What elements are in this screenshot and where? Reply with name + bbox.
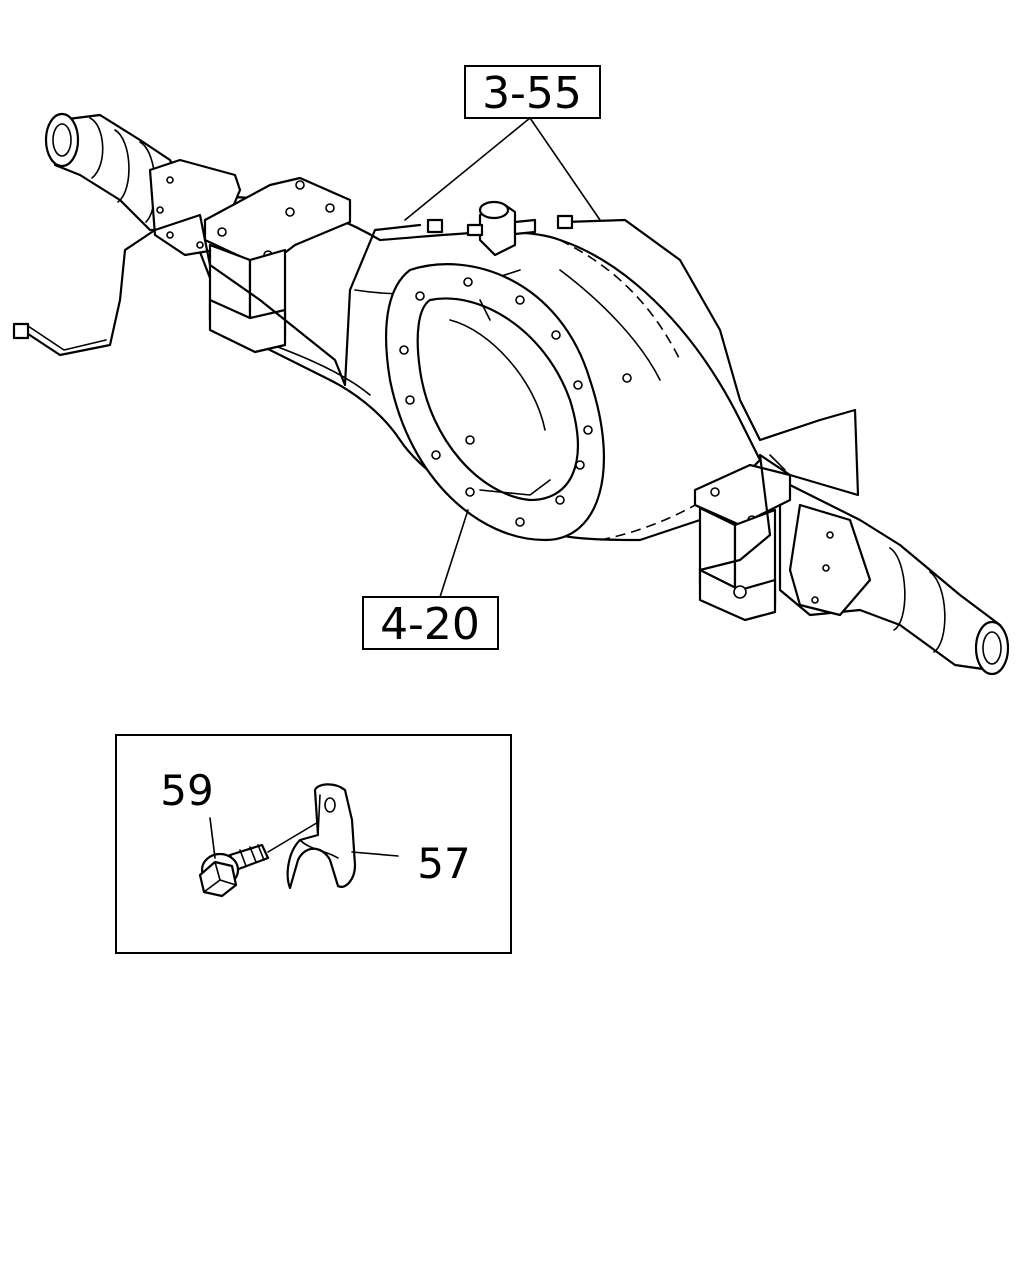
pipe-clip xyxy=(286,783,357,890)
differential-carrier-opening xyxy=(384,263,632,542)
leader-line-3-55-right xyxy=(529,117,601,221)
right-spindle xyxy=(778,478,1010,676)
part-number-57: 57 xyxy=(417,839,470,888)
callout-ref-4-20: 4-20 xyxy=(362,509,499,650)
ref-box-4-20 xyxy=(362,596,499,650)
ref-label-3-55: 3-55 xyxy=(482,68,582,119)
flange-bolt xyxy=(198,843,270,898)
callout-ref-3-55: 3-55 xyxy=(404,65,601,221)
ref-label-4-20: 4-20 xyxy=(380,599,480,650)
bolt-axis-line xyxy=(267,817,326,853)
leader-line-3-55-left xyxy=(404,117,531,221)
leader-line-59 xyxy=(209,817,216,859)
brake-pipes xyxy=(12,200,860,572)
detail-inset: 59 57 xyxy=(115,734,512,954)
part-number-59: 59 xyxy=(160,766,213,815)
left-spring-seat xyxy=(203,176,352,354)
leader-line-4-20 xyxy=(439,509,469,598)
right-spring-seat xyxy=(693,463,792,622)
ref-box-3-55 xyxy=(464,65,601,119)
leader-line-57 xyxy=(351,851,399,857)
